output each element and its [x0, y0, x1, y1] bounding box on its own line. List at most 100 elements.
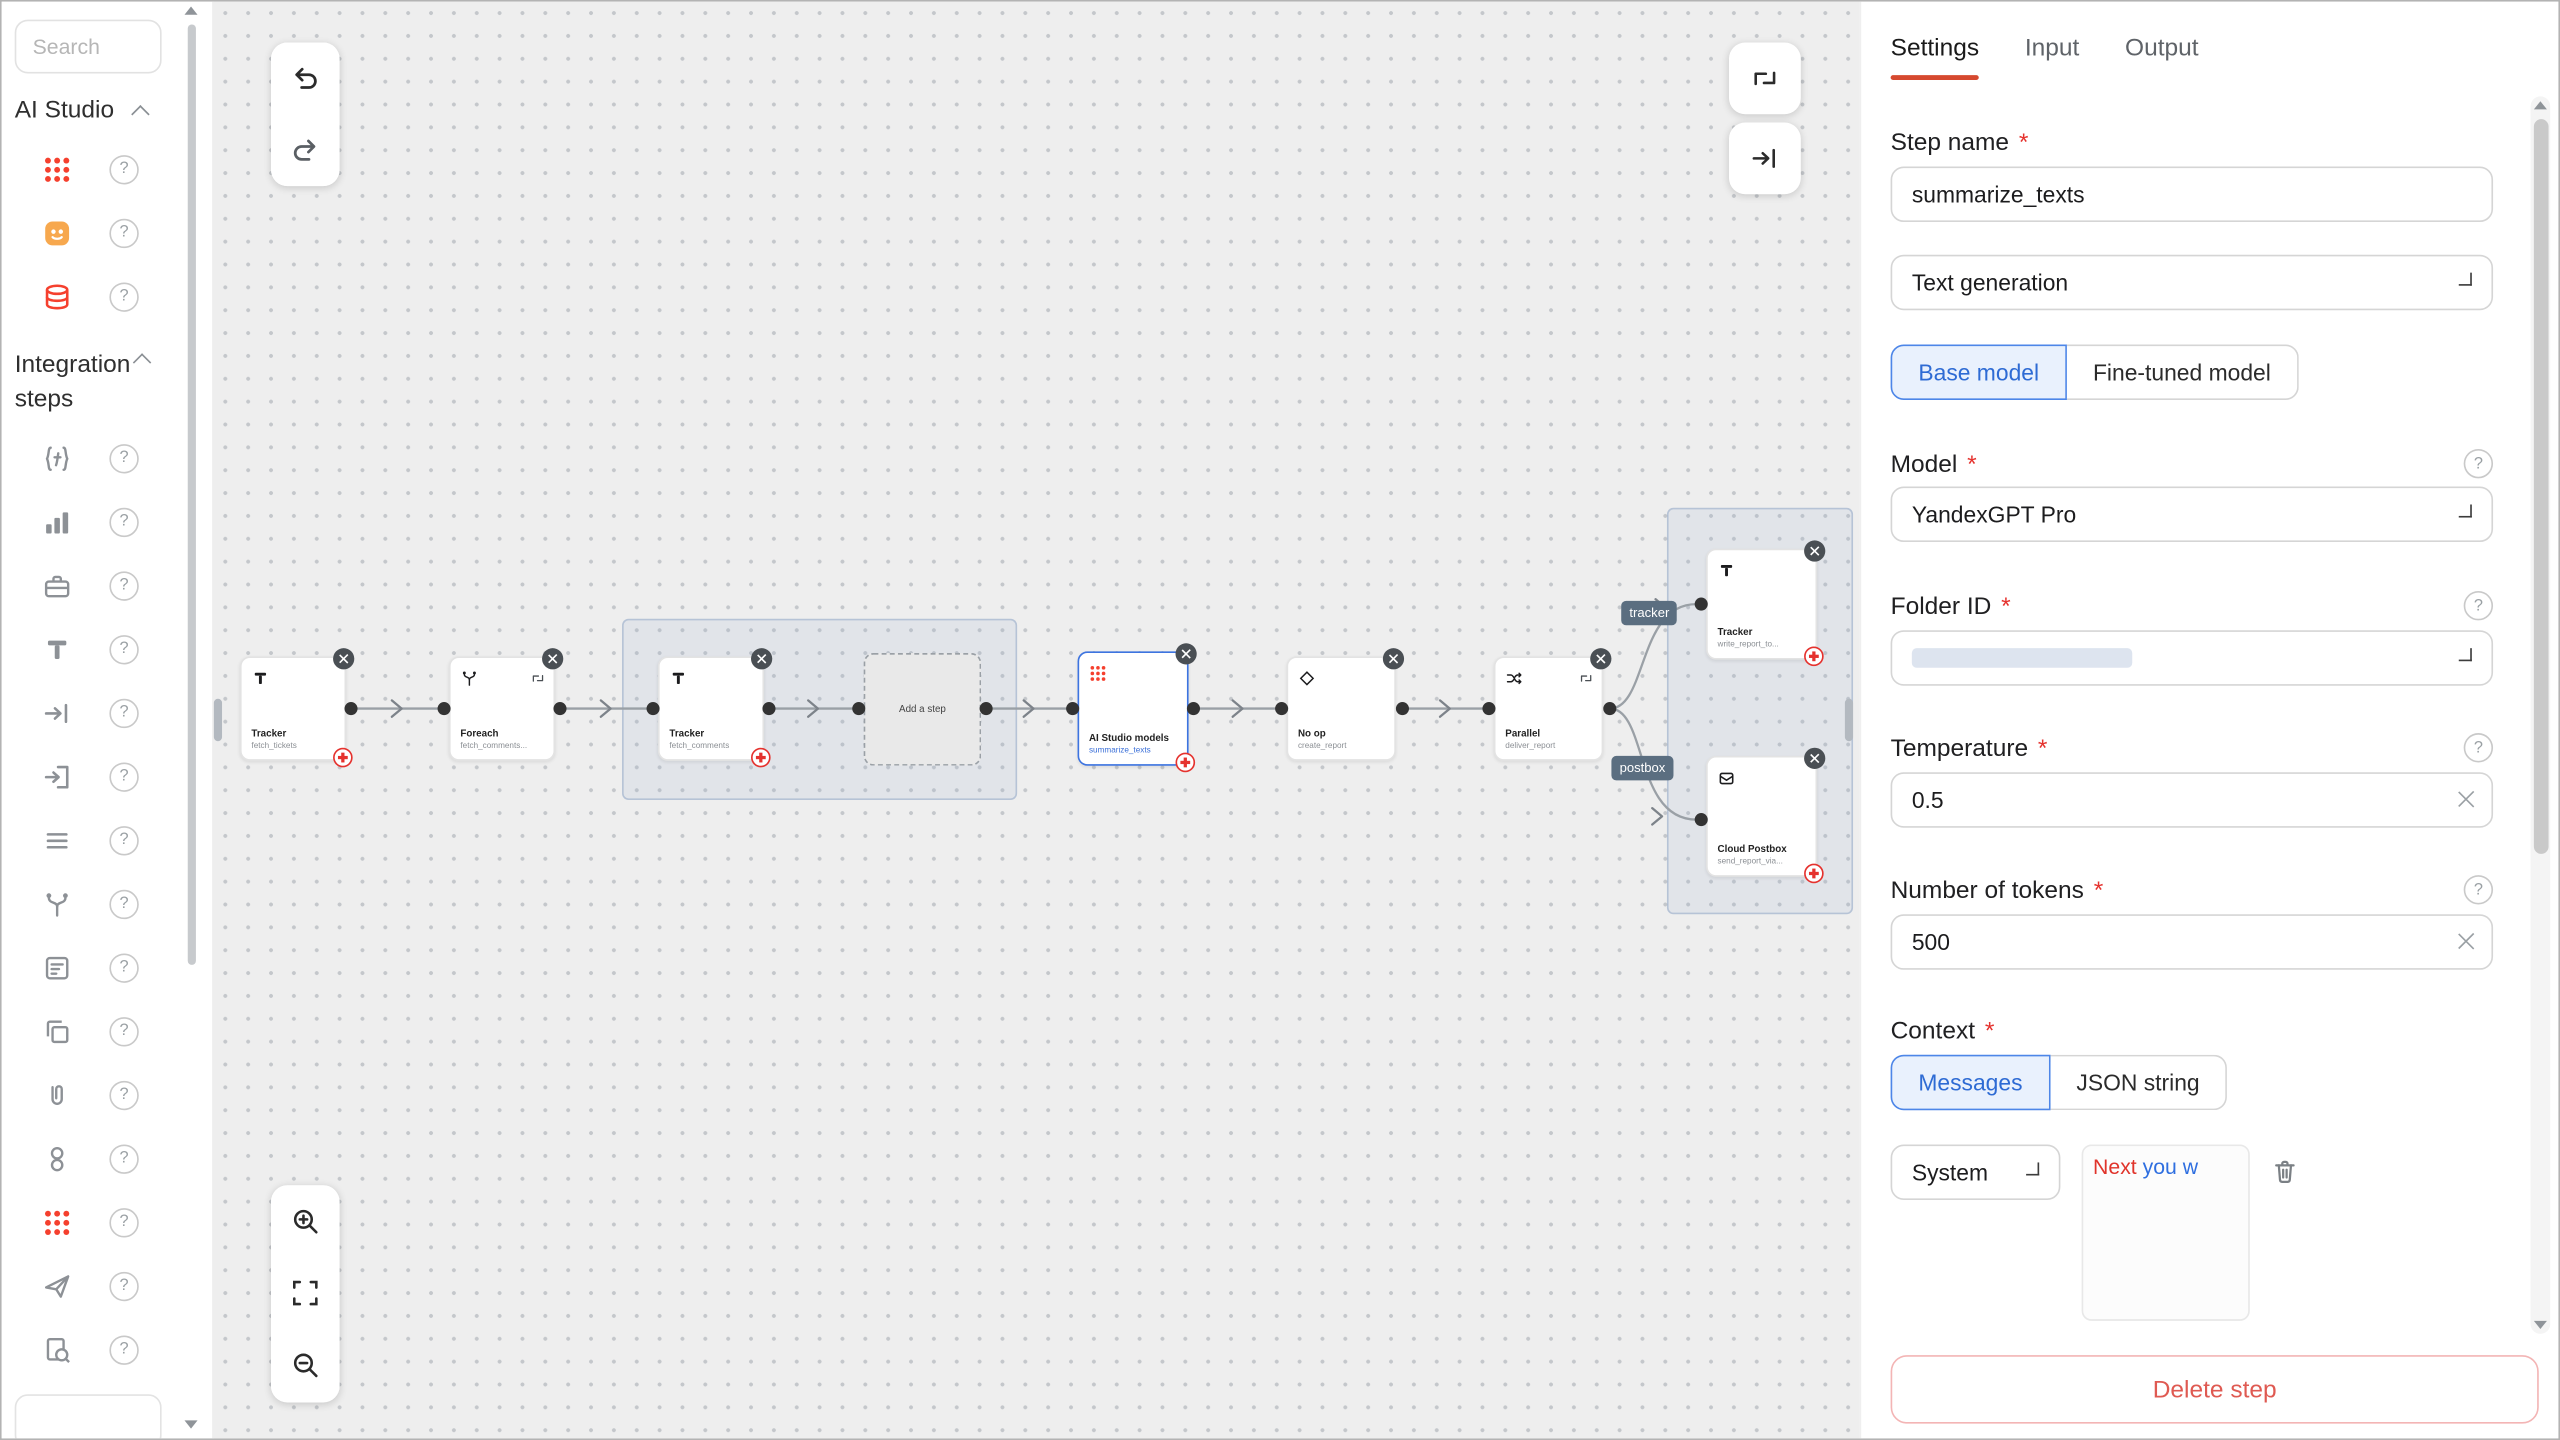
node-send-report[interactable]: Cloud Postbox send_report_via... — [1706, 747, 1826, 884]
sidebar-item-attachment[interactable]: ? — [2, 1063, 213, 1127]
sidebar-item-index[interactable]: ? — [2, 264, 213, 328]
sidebar-item-function[interactable]: ? — [2, 426, 213, 490]
clear-icon[interactable] — [2456, 931, 2477, 952]
scroll-up-icon[interactable] — [2533, 101, 2547, 110]
add-connection-icon[interactable] — [1175, 752, 1196, 773]
add-connection-icon[interactable] — [751, 747, 771, 768]
sidebar-item-doc-search[interactable]: ? — [2, 1318, 213, 1382]
help-icon[interactable]: ? — [2463, 875, 2494, 905]
sidebar-item-briefcase[interactable]: ? — [2, 553, 213, 617]
help-icon[interactable]: ? — [109, 154, 139, 184]
auto-arrange-button[interactable] — [1728, 42, 1801, 115]
step-name-input[interactable] — [1890, 166, 2494, 223]
scrollbar-thumb[interactable] — [187, 24, 196, 965]
node-foreach[interactable]: Foreach fetch_comments... — [448, 648, 564, 761]
node-write-report[interactable]: Tracker write_report_to... — [1706, 540, 1826, 667]
node-fetch-tickets[interactable]: Tracker fetch_tickets — [239, 648, 355, 768]
close-icon[interactable] — [1175, 643, 1197, 665]
help-icon[interactable]: ? — [109, 1271, 139, 1301]
add-connection-icon[interactable] — [1804, 646, 1824, 667]
fit-view-button[interactable] — [271, 1257, 340, 1329]
message-text-area[interactable]: Next you w — [2081, 1144, 2250, 1321]
messages-button[interactable]: Messages — [1890, 1054, 2051, 1111]
sidebar-item-ai-models-2[interactable]: ? — [2, 1190, 213, 1254]
help-icon[interactable]: ? — [109, 697, 139, 728]
help-icon[interactable]: ? — [109, 1016, 139, 1046]
tokens-input[interactable] — [1890, 914, 2494, 970]
sidebar-resize-handle[interactable] — [213, 698, 223, 742]
json-string-button[interactable]: JSON string — [2050, 1054, 2228, 1111]
add-connection-icon[interactable] — [333, 747, 353, 768]
sidebar-item-branch[interactable]: ? — [2, 872, 213, 936]
workflow-canvas[interactable]: Tracker fetch_tickets Foreach fetch_comm… — [213, 1, 1863, 1439]
fine-tuned-model-button[interactable]: Fine-tuned model — [2066, 344, 2299, 400]
scroll-down-icon[interactable] — [2533, 1320, 2547, 1329]
base-model-button[interactable]: Base model — [1890, 344, 2067, 400]
scroll-up-icon[interactable] — [184, 6, 198, 15]
search-input[interactable] — [14, 19, 162, 74]
sidebar-item-rows[interactable]: ? — [2, 808, 213, 872]
zoom-in-button[interactable] — [271, 1185, 340, 1258]
node-summarize-texts-selected[interactable]: AI Studio models summarize_texts — [1077, 643, 1197, 773]
help-icon[interactable]: ? — [109, 570, 139, 600]
folder-id-select[interactable] — [1890, 630, 2494, 686]
sidebar-item-chart[interactable]: ? — [2, 490, 213, 554]
help-icon[interactable]: ? — [109, 825, 139, 855]
temperature-input[interactable] — [1890, 772, 2494, 828]
add-connection-icon[interactable] — [1804, 863, 1824, 884]
undo-button[interactable] — [271, 42, 340, 115]
close-icon[interactable] — [542, 648, 564, 670]
sidebar-item-send[interactable]: ? — [2, 1254, 213, 1318]
help-icon[interactable]: ? — [109, 634, 139, 664]
node-deliver-report[interactable]: Parallel deliver_report — [1493, 648, 1612, 761]
zoom-out-button[interactable] — [271, 1328, 340, 1401]
node-fetch-comments[interactable]: Tracker fetch_comments — [657, 648, 773, 768]
redo-button[interactable] — [271, 114, 340, 187]
help-icon[interactable]: ? — [109, 217, 139, 248]
help-icon[interactable]: ? — [2463, 733, 2494, 763]
panel-scrollbar[interactable] — [2530, 96, 2551, 1334]
help-icon[interactable]: ? — [109, 506, 139, 537]
trash-icon[interactable] — [2271, 1158, 2299, 1191]
close-icon[interactable] — [1804, 540, 1826, 562]
close-icon[interactable] — [751, 648, 773, 670]
sidebar-item-form[interactable]: ? — [2, 936, 213, 1000]
sidebar-item-ai-models[interactable]: ? — [2, 137, 213, 201]
help-icon[interactable]: ? — [109, 1079, 139, 1110]
sidebar-item-link[interactable]: ? — [2, 1127, 213, 1191]
help-icon[interactable]: ? — [109, 1143, 139, 1174]
node-create-report[interactable]: No op create_report — [1286, 648, 1405, 761]
sidebar-item-assistant[interactable]: ? — [2, 201, 213, 265]
close-icon[interactable] — [1804, 747, 1826, 769]
close-icon[interactable] — [333, 648, 355, 670]
step-into-button[interactable] — [1728, 122, 1801, 195]
clear-icon[interactable] — [2456, 789, 2477, 810]
scrollbar-thumb[interactable] — [2533, 119, 2548, 854]
close-icon[interactable] — [1590, 648, 1612, 670]
help-icon[interactable]: ? — [109, 761, 139, 792]
help-icon[interactable]: ? — [109, 443, 139, 473]
close-icon[interactable] — [1382, 648, 1405, 670]
help-icon[interactable]: ? — [2463, 591, 2494, 621]
tab-input[interactable]: Input — [2024, 34, 2080, 63]
ai-studio-section-header[interactable]: AI Studio — [15, 93, 195, 127]
help-icon[interactable]: ? — [2463, 448, 2494, 479]
add-step-placeholder[interactable]: Add a step — [863, 653, 982, 766]
sidebar-scrollbar[interactable] — [184, 2, 198, 1439]
help-icon[interactable]: ? — [109, 1334, 139, 1365]
delete-step-button[interactable]: Delete step — [1890, 1355, 2539, 1424]
help-icon[interactable]: ? — [109, 1207, 139, 1237]
tab-settings[interactable]: Settings — [1890, 34, 1980, 80]
sidebar-item-input-step[interactable]: ? — [2, 681, 213, 745]
help-icon[interactable]: ? — [109, 281, 139, 312]
sidebar-item-enter[interactable]: ? — [2, 744, 213, 808]
model-select[interactable]: YandexGPT Pro — [1890, 486, 2494, 543]
tab-output[interactable]: Output — [2125, 34, 2199, 63]
integration-section-header[interactable]: Integration steps — [15, 348, 195, 417]
scroll-down-icon[interactable] — [184, 1420, 198, 1429]
step-type-select[interactable]: Text generation — [1890, 254, 2494, 311]
sidebar-item-tracker[interactable]: ? — [2, 617, 213, 681]
panel-resize-handle[interactable] — [1844, 698, 1854, 742]
help-icon[interactable]: ? — [109, 952, 139, 983]
sidebar-item-copy[interactable]: ? — [2, 999, 213, 1063]
